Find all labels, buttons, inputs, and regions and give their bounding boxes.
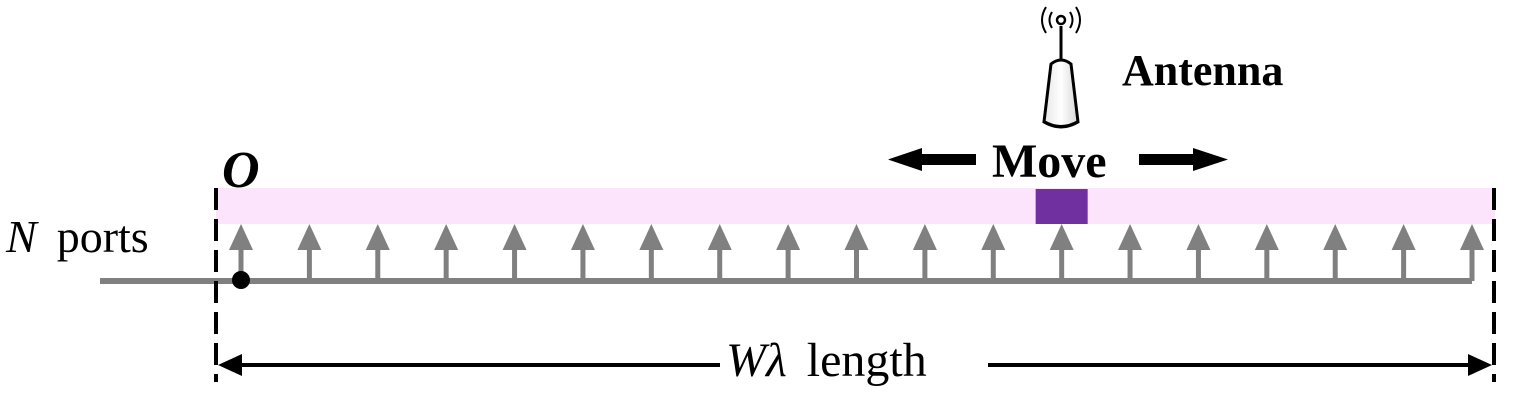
length-variable: Wλ (726, 334, 787, 387)
antenna-label: Antenna (1122, 46, 1284, 95)
port-arrow (297, 224, 322, 281)
length-left-arrowhead-icon (218, 354, 242, 376)
length-label: Wλ length (726, 337, 927, 385)
port-arrow (1460, 224, 1484, 281)
length-dimension (218, 354, 1492, 376)
port-arrow (1118, 224, 1143, 281)
port-arrow (1254, 224, 1279, 281)
move-right-arrow-icon (1139, 148, 1228, 171)
port-arrow (570, 224, 595, 281)
origin-label: O (222, 142, 260, 199)
length-right-arrowhead-icon (1468, 354, 1492, 376)
port-arrow (434, 224, 459, 281)
port-arrow (1323, 224, 1348, 281)
port-arrow (912, 224, 937, 281)
origin-dot-icon (232, 271, 250, 289)
port-arrow (844, 224, 869, 281)
port-arrow (1391, 224, 1416, 281)
port-arrow (981, 224, 1006, 281)
port-arrow (502, 224, 527, 281)
ports-variable: N (6, 211, 37, 262)
length-word: length (806, 334, 927, 387)
port-arrow (639, 224, 664, 281)
port-arrow (707, 224, 732, 281)
move-left-arrow-icon (888, 148, 976, 171)
port-arrow (776, 224, 801, 281)
ports-band (216, 188, 1495, 224)
move-label: Move (992, 135, 1107, 188)
port-arrow (1186, 224, 1211, 281)
antenna-icon (1041, 6, 1081, 129)
port-arrow (1049, 224, 1074, 281)
port-arrow (365, 224, 390, 281)
active-port-marker (1035, 189, 1088, 224)
ports-word: ports (56, 211, 149, 262)
port-arrows (229, 224, 1484, 281)
